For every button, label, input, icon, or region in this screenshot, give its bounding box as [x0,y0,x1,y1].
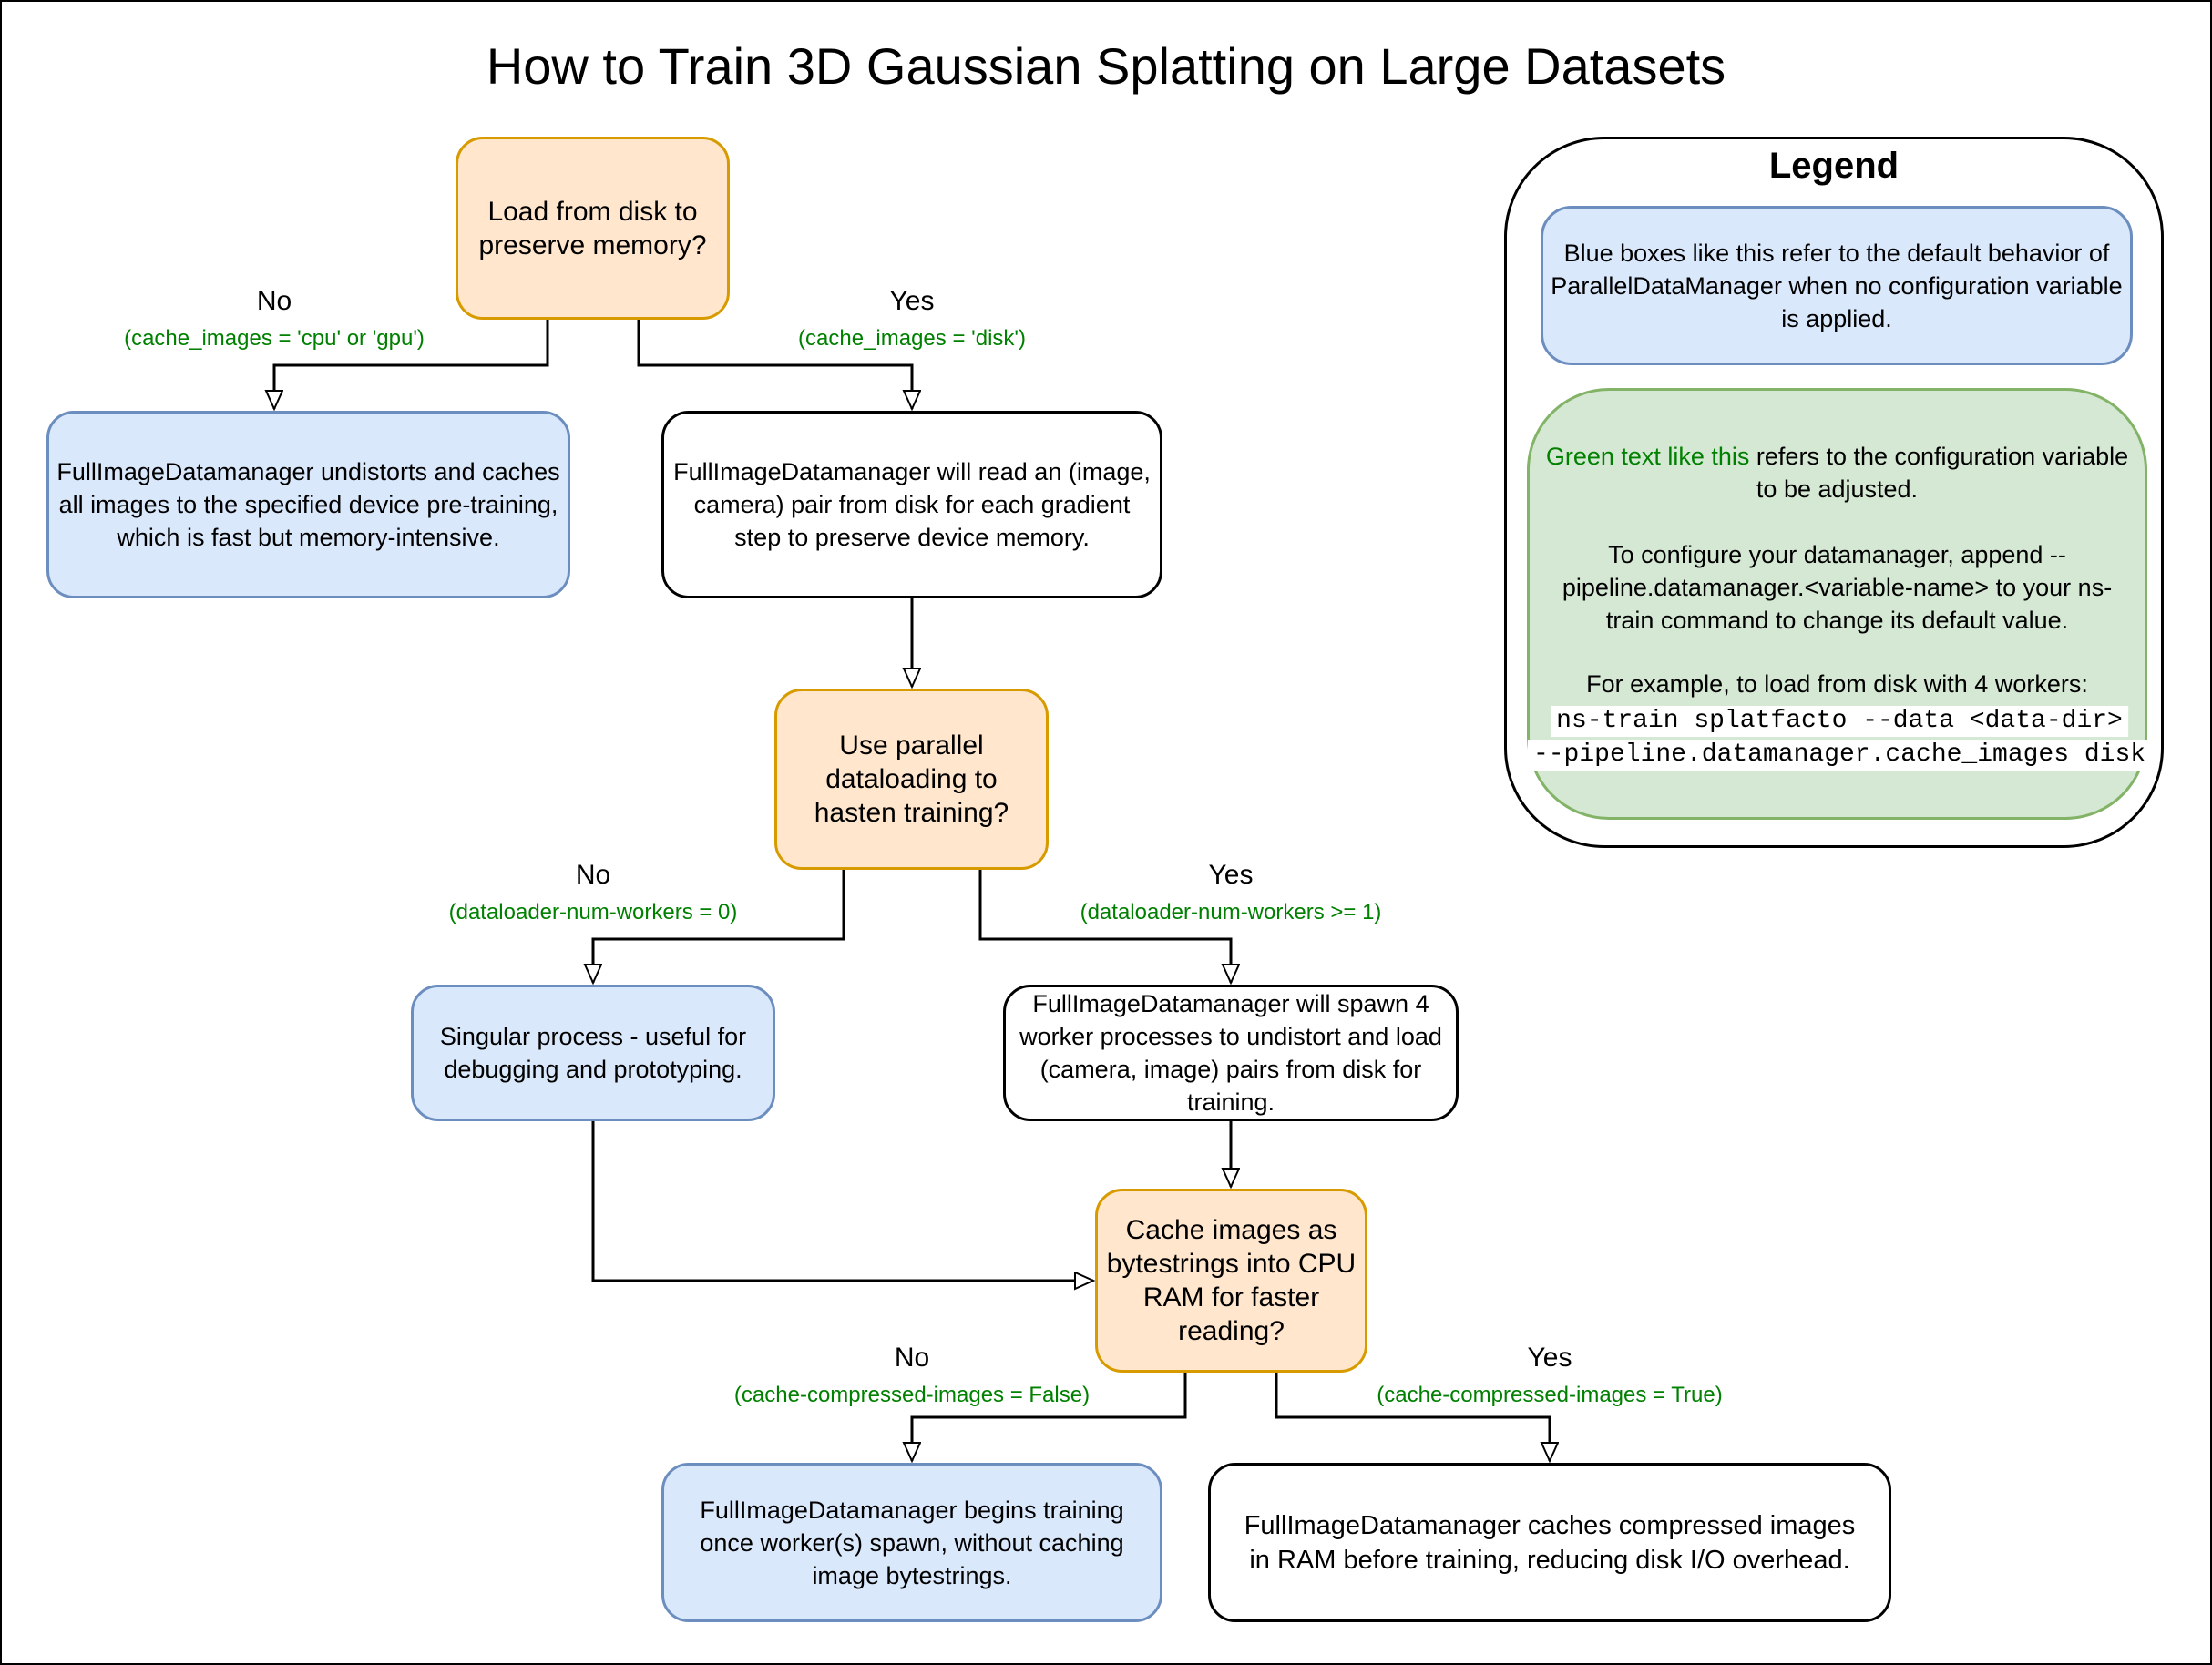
edge-q3-yes [1275,1373,1550,1461]
legend-configure-text: To configure your datamanager, append --… [1562,541,2113,634]
result-spawn-workers: FullImageDatamanager will spawn 4 worker… [1003,985,1459,1121]
config-label: (cache-compressed-images = False) [733,1383,1091,1407]
edge-q1-no [274,320,549,409]
legend-green-description: Green text like this refers to the confi… [1530,440,2145,506]
result-text: FullImageDatamanager will spawn 4 worker… [1019,990,1442,1116]
result-singular-process: Singular process - useful for debugging … [411,985,775,1121]
legend-code-line-1: ns-train splatfacto --data <data-dir> [1551,706,2128,737]
legend-blue-box: Blue boxes like this refer to the defaul… [1541,206,2133,365]
decision-text: Use parallel dataloading to hasten train… [814,730,1009,828]
legend-green-rest: refers to the configuration variable to … [1749,443,2129,503]
edge-label-no: No [575,860,611,890]
edge-label-no: No [894,1343,930,1373]
result-text: FullImageDatamanager caches compressed i… [1244,1510,1856,1575]
decision-load-from-disk: Load from disk to preserve memory? [456,137,730,320]
result-text: FullImageDatamanager begins training onc… [700,1496,1124,1589]
edge-label-no: No [256,286,292,316]
result-cache-compressed: FullImageDatamanager caches compressed i… [1208,1463,1891,1622]
decision-text: Cache images as bytestrings into CPU RAM… [1106,1215,1357,1346]
edge-q2-yes [978,870,1231,983]
legend-code-line-2: --pipeline.datamanager.cache_images disk [1527,740,2152,771]
result-text: FullImageDatamanager will read an (image… [673,458,1151,551]
edge-label-yes: Yes [1527,1343,1572,1373]
legend-green-highlight: Green text like this [1545,443,1750,470]
edge-q2-no [593,870,845,983]
edge-label-yes: Yes [889,286,935,316]
config-label: (dataloader-num-workers = 0) [448,900,738,924]
config-label: (cache_images = 'cpu' or 'gpu') [124,326,425,351]
result-text: Singular process - useful for debugging … [439,1023,747,1083]
legend-blue-text: Blue boxes like this refer to the defaul… [1551,239,2123,332]
edge-label-yes: Yes [1208,860,1254,890]
edge-q3-no [912,1373,1187,1461]
config-label: (cache-compressed-images = True) [1377,1383,1723,1407]
decision-text: Load from disk to preserve memory? [478,196,707,260]
result-read-from-disk: FullImageDatamanager will read an (image… [661,411,1162,598]
config-label: (dataloader-num-workers >= 1) [1080,900,1382,924]
result-text: FullImageDatamanager undistorts and cach… [56,458,560,551]
edge-q1-yes [637,320,912,409]
decision-parallel-dataloading: Use parallel dataloading to hasten train… [774,689,1049,870]
edge-q2no-q3 [591,1121,1093,1281]
config-label: (cache_images = 'disk') [798,326,1026,351]
legend-title: Legend [1768,146,1900,186]
legend-example-text: For example, to load from disk with 4 wo… [1586,670,2088,698]
result-cache-all-images: FullImageDatamanager undistorts and cach… [46,411,570,598]
legend-green-box: Green text like this refers to the confi… [1527,388,2152,820]
diagram-title: How to Train 3D Gaussian Splatting on La… [486,37,1726,95]
result-no-caching: FullImageDatamanager begins training onc… [661,1463,1162,1622]
decision-cache-bytestrings: Cache images as bytestrings into CPU RAM… [1095,1189,1367,1373]
